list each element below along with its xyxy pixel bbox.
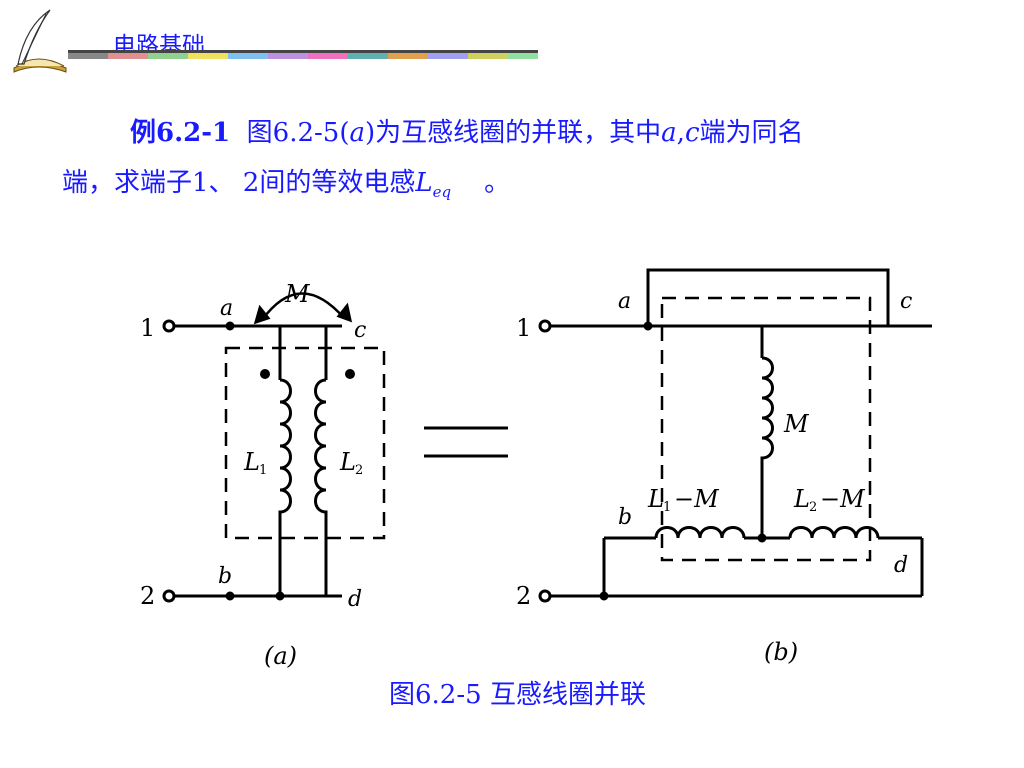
problem-text-part: 。 (484, 168, 511, 198)
label-l2-sub-a: 2 (355, 463, 363, 478)
terminal-1-b (538, 319, 552, 333)
label-l1-minus-m-b: −M (674, 485, 720, 513)
figure-a-label: (a) (264, 642, 297, 670)
terminal-1-a (162, 319, 176, 333)
problem-statement: 例6.2-1 图6.2-5(a)为互感线圈的并联，其中a,c端为同名 端，求端子… (62, 108, 992, 217)
inductor-m-b (760, 356, 774, 476)
label-l1-b: L (647, 485, 664, 513)
label-l1-a: L (243, 448, 260, 476)
header-color-stripe (68, 50, 538, 59)
dashed-boundary-b (660, 296, 872, 562)
terminal-2-b (538, 589, 552, 603)
book-quill-logo (13, 9, 67, 73)
example-label: 例6.2-1 (130, 118, 231, 148)
label-node-c-a: c (354, 318, 366, 343)
problem-text-part: a (661, 118, 677, 148)
inductor-l1-a (278, 378, 292, 540)
label-node-d-a: d (348, 587, 362, 612)
label-l1-sub-b: 1 (663, 500, 671, 515)
label-terminal-1-a: 1 (140, 314, 155, 342)
leq-subscript: eq (432, 183, 452, 202)
problem-text-part: 端为同名 (699, 118, 804, 148)
label-mutual-a: M (284, 280, 311, 308)
label-l2-a: L (339, 448, 356, 476)
mutual-arrow-a (260, 292, 345, 321)
problem-text-part: 端，求端子1、 2间的等效电感 (62, 168, 416, 198)
label-l1-sub-a: 1 (259, 463, 267, 478)
problem-text-part: 图6.2-5( (246, 118, 350, 148)
label-terminal-1-b: 1 (516, 314, 531, 342)
label-node-d-b: d (894, 553, 908, 578)
label-node-a-b: a (618, 289, 631, 314)
inductor-l2-minus-m (788, 526, 880, 539)
figure-caption: 图6.2-5 互感线圈并联 (389, 680, 646, 710)
label-node-b-a: b (218, 564, 232, 589)
problem-text-part: c (684, 118, 700, 148)
label-terminal-2-a: 2 (140, 582, 155, 610)
problem-text-part: a (349, 118, 365, 148)
label-terminal-2-b: 2 (516, 582, 531, 610)
label-node-c-b: c (900, 289, 912, 314)
inductor-l2-a (314, 378, 328, 540)
label-l2-minus-m-b: −M (820, 485, 866, 513)
figure-b-circuit (538, 268, 932, 603)
label-node-a-a: a (220, 296, 233, 321)
dashed-boundary-a (224, 346, 386, 540)
figure-a-circuit (162, 292, 386, 603)
label-node-b-b: b (618, 505, 632, 530)
terminal-2-a (162, 589, 176, 603)
label-l2-sub-b: 2 (809, 500, 817, 515)
equals-sign (424, 426, 508, 458)
label-mutual-b: M (783, 410, 810, 438)
problem-text-part: L (415, 168, 433, 198)
problem-text-part: )为互感线圈的并联，其中 (365, 118, 662, 148)
problem-text-part: , (676, 118, 685, 148)
figure-b-label: (b) (764, 638, 798, 666)
inductor-l1-minus-m (654, 526, 746, 539)
label-l2-b: L (793, 485, 810, 513)
